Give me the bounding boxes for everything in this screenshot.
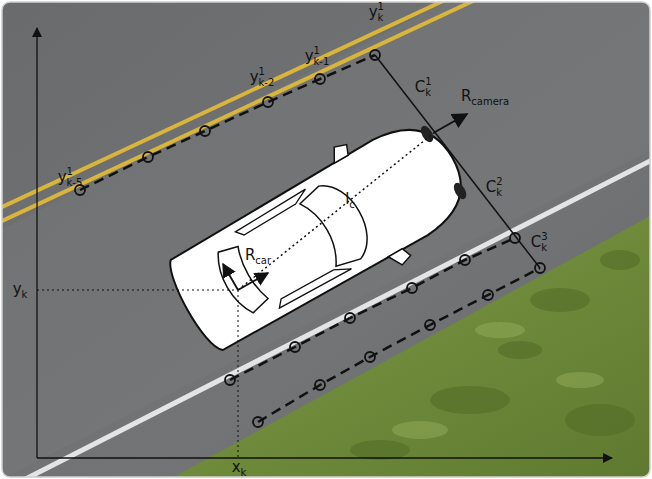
superscript: 1 — [378, 2, 384, 12]
camera-frame-axis — [435, 114, 467, 132]
white-edge-line — [2, 160, 650, 477]
symbol-base: C — [531, 233, 541, 251]
index-stack: k — [241, 468, 247, 478]
car-side-window — [276, 261, 352, 310]
index-stack: k1 — [378, 13, 384, 23]
offset-line — [238, 132, 435, 290]
math-label: lc — [345, 190, 355, 210]
index-stack: k2 — [496, 188, 502, 198]
math-label: yk1 — [369, 3, 384, 23]
subscript: k — [22, 290, 28, 300]
superscript: 2 — [496, 177, 502, 187]
subscript: k-5 — [67, 178, 83, 188]
index-stack: k-11 — [314, 57, 330, 67]
y-axis — [36, 28, 37, 458]
index-stack: car — [255, 256, 271, 266]
symbol-base: C — [415, 78, 425, 96]
index-stack: k1 — [425, 88, 431, 98]
symbol-base: x — [232, 458, 241, 476]
car-rear-window — [210, 242, 271, 317]
subscript: car — [255, 256, 271, 266]
subscript: k-2 — [259, 78, 275, 88]
math-label: yk-21 — [250, 68, 275, 88]
superscript: 1 — [314, 46, 320, 56]
index-stack: k — [22, 290, 28, 300]
symbol-base: R — [245, 246, 255, 264]
index-stack: k-21 — [259, 78, 275, 88]
car-windshield — [297, 175, 380, 271]
car-frame-axis — [238, 273, 268, 290]
symbol-base: y — [369, 3, 378, 21]
car-mirror — [388, 247, 412, 269]
math-label: xk — [232, 458, 247, 478]
grass-texture — [350, 250, 640, 460]
math-label: Ck3 — [531, 233, 547, 253]
car-headlight — [451, 181, 469, 202]
index-stack: k3 — [541, 243, 547, 253]
math-label: Rcar — [245, 246, 271, 266]
projection-line — [238, 290, 239, 458]
subscript: k — [378, 13, 384, 23]
grass-highlight — [392, 322, 604, 439]
car-top-view — [154, 99, 487, 370]
car-mirror — [327, 141, 351, 163]
car-headlight — [418, 124, 436, 145]
math-label: Ck1 — [415, 78, 431, 98]
index-stack: c — [349, 200, 355, 210]
math-label: yk — [13, 280, 28, 300]
symbol-base: y — [58, 168, 67, 186]
projection-line — [37, 290, 238, 291]
superscript: 1 — [67, 167, 73, 177]
symbol-base: C — [486, 178, 496, 196]
x-axis — [37, 457, 612, 458]
index-stack: k-51 — [67, 178, 83, 188]
lane-points — [75, 50, 545, 427]
subscript: k — [425, 88, 431, 98]
subscript: camera — [471, 97, 509, 107]
symbol-base: y — [250, 68, 259, 86]
car-side-window — [234, 189, 310, 238]
subscript: k-1 — [314, 57, 330, 67]
math-label: yk-51 — [58, 168, 83, 188]
symbol-base: l — [345, 190, 349, 208]
math-label: yk-11 — [305, 47, 330, 67]
subscript: c — [349, 200, 355, 210]
camera-lateral-line — [375, 55, 540, 268]
subscript: k — [496, 188, 502, 198]
superscript: 3 — [541, 232, 547, 242]
superscript: 1 — [259, 67, 265, 77]
car-frame-axis — [223, 264, 238, 290]
math-label: Ck2 — [486, 178, 502, 198]
subscript: k — [241, 468, 247, 478]
symbol-base: y — [305, 47, 314, 65]
superscript: 1 — [425, 77, 431, 87]
subscript: k — [541, 243, 547, 253]
symbol-base: y — [13, 280, 22, 298]
symbol-base: R — [461, 87, 471, 105]
index-stack: camera — [471, 97, 509, 107]
math-label: Rcamera — [461, 87, 509, 107]
car-body — [160, 110, 480, 358]
